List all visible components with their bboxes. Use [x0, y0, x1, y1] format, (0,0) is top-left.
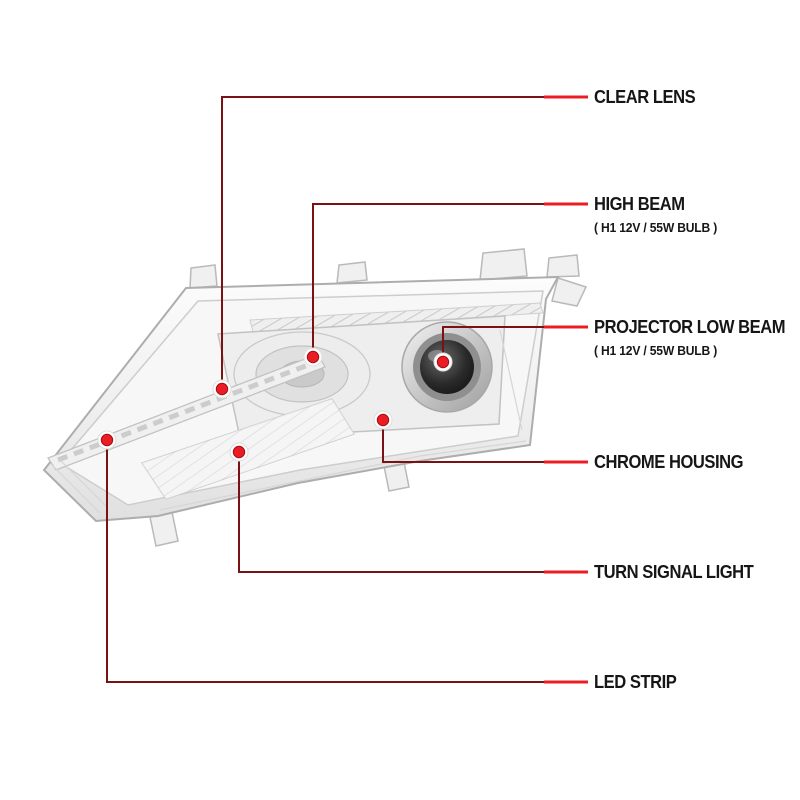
callout-chrome-housing: CHROME HOUSING	[594, 453, 756, 472]
line-turn-signal-light	[238, 452, 545, 573]
callout-high-beam-label: HIGH BEAM	[594, 194, 685, 214]
line-high-beam	[312, 203, 545, 357]
chrome-detail-lines	[51, 329, 527, 514]
line-projector-low-beam	[442, 326, 545, 362]
callout-lines	[106, 95, 588, 684]
headlight-illustration	[42, 248, 588, 547]
dot-high-beam	[303, 347, 323, 367]
dot-clear-lens	[212, 379, 232, 399]
callout-dots	[97, 347, 453, 462]
dot-projector-low-beam	[433, 352, 453, 372]
callout-projector-low-beam: PROJECTOR LOW BEAM ( H1 12V / 55W BULB )	[594, 318, 800, 358]
line-clear-lens	[221, 96, 545, 389]
callout-turn-signal-light: TURN SIGNAL LIGHT	[594, 563, 767, 582]
dot-turn-signal-light	[229, 442, 249, 462]
callout-chrome-housing-label: CHROME HOUSING	[594, 452, 744, 472]
line-led-strip	[106, 440, 545, 683]
mounting-tabs	[149, 248, 588, 547]
callout-clear-lens: CLEAR LENS	[594, 88, 704, 107]
callout-clear-lens-label: CLEAR LENS	[594, 87, 696, 107]
top-vent-strip	[249, 302, 544, 333]
dot-led-strip	[97, 430, 117, 450]
callout-high-beam: HIGH BEAM ( H1 12V / 55W BULB )	[594, 195, 726, 235]
callout-projector-low-beam-label: PROJECTOR LOW BEAM	[594, 317, 786, 337]
dot-chrome-housing	[373, 410, 393, 430]
callout-led-strip: LED STRIP	[594, 673, 684, 692]
callout-projector-low-beam-sublabel: ( H1 12V / 55W BULB )	[594, 343, 718, 358]
line-chrome-housing	[382, 420, 545, 463]
callout-turn-signal-light-label: TURN SIGNAL LIGHT	[594, 562, 754, 582]
callout-led-strip-label: LED STRIP	[594, 672, 677, 692]
callout-high-beam-sublabel: ( H1 12V / 55W BULB )	[594, 220, 718, 235]
